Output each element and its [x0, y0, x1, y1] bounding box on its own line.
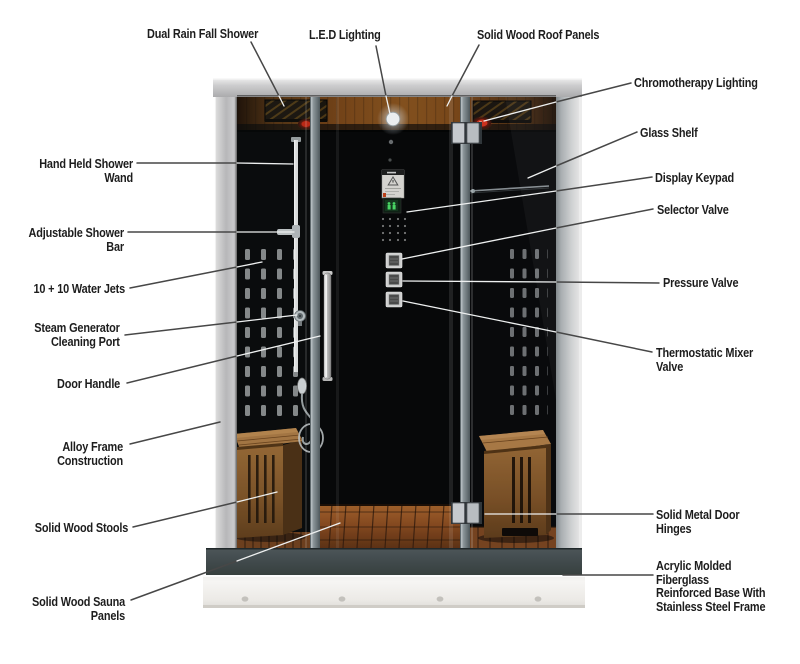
keypad-buttons	[381, 217, 407, 242]
led-light	[377, 103, 409, 180]
acrylic-base	[203, 575, 585, 608]
leader-stools	[132, 491, 278, 528]
leader-alloy-frame	[129, 421, 221, 445]
leader-steam-generator	[124, 314, 298, 336]
label-selector-valve: Selector Valve	[657, 202, 729, 217]
shower-enclosure	[203, 78, 585, 608]
leader-sauna-panels	[130, 522, 341, 601]
label-door-hinges: Solid Metal Door Hinges	[656, 507, 740, 536]
steam-cleaning-port	[294, 310, 306, 326]
water-jets-left	[243, 247, 300, 423]
label-hand-wand: Hand Held Shower Wand	[39, 156, 133, 185]
label-sauna-panels: Solid Wood Sauna Panels	[32, 594, 125, 623]
selector-valve	[385, 252, 403, 269]
label-glass-shelf: Glass Shelf	[640, 125, 698, 140]
label-led-lighting: L.E.D Lighting	[309, 27, 381, 42]
label-water-jets: 10 + 10 Water Jets	[33, 281, 125, 296]
door-hinge-top	[451, 122, 482, 144]
leader-hand-wand	[136, 162, 294, 165]
label-roof-panels: Solid Wood Roof Panels	[477, 27, 600, 42]
shower-bar	[277, 137, 301, 372]
label-dual-rain-fall-shower: Dual Rain Fall Shower	[147, 26, 259, 41]
label-acrylic-base: Acrylic Molded Fiberglass Reinforced Bas…	[656, 558, 766, 614]
leader-chromotherapy	[483, 82, 632, 122]
label-display-keypad: Display Keypad	[655, 170, 734, 185]
door-post-right	[460, 96, 470, 548]
stool-left	[234, 428, 306, 542]
rain-shower-head-right	[472, 100, 532, 123]
stool-right	[478, 430, 554, 543]
leader-roof-panels	[446, 44, 480, 107]
display-keypad	[381, 169, 407, 242]
leader-display-keypad	[406, 176, 653, 213]
leader-pressure-valve	[402, 280, 660, 284]
label-pressure-valve: Pressure Valve	[663, 275, 739, 290]
leader-thermostatic-valve	[402, 300, 653, 353]
leader-dual-rain-fall-shower	[250, 41, 285, 107]
glass-panels	[237, 96, 556, 548]
label-thermostatic-valve: Thermostatic Mixer Valve	[656, 345, 754, 374]
label-door-handle: Door Handle	[56, 376, 120, 391]
water-jets-right	[508, 247, 548, 415]
bottom-rail	[206, 548, 582, 575]
leader-selector-valve	[401, 208, 654, 260]
glass-shelf	[469, 185, 550, 194]
pressure-valve	[385, 271, 403, 288]
thermostatic-mixer-valve	[385, 291, 403, 308]
leader-lines	[124, 41, 660, 601]
label-chromotherapy: Chromotherapy Lighting	[634, 75, 758, 90]
label-alloy-frame: Alloy Frame Construction	[57, 439, 124, 468]
leader-water-jets	[129, 261, 263, 289]
leader-led-lighting	[375, 45, 391, 115]
leader-door-handle	[126, 335, 321, 384]
label-steam-generator: Steam Generator Cleaning Port	[34, 320, 121, 349]
leader-glass-shelf	[527, 131, 638, 179]
door-handle	[322, 271, 333, 381]
door-hinge-bottom	[451, 502, 482, 524]
door-post-left	[310, 96, 320, 548]
label-stools: Solid Wood Stools	[34, 520, 129, 535]
label-shower-bar: Adjustable Shower Bar	[28, 225, 125, 254]
